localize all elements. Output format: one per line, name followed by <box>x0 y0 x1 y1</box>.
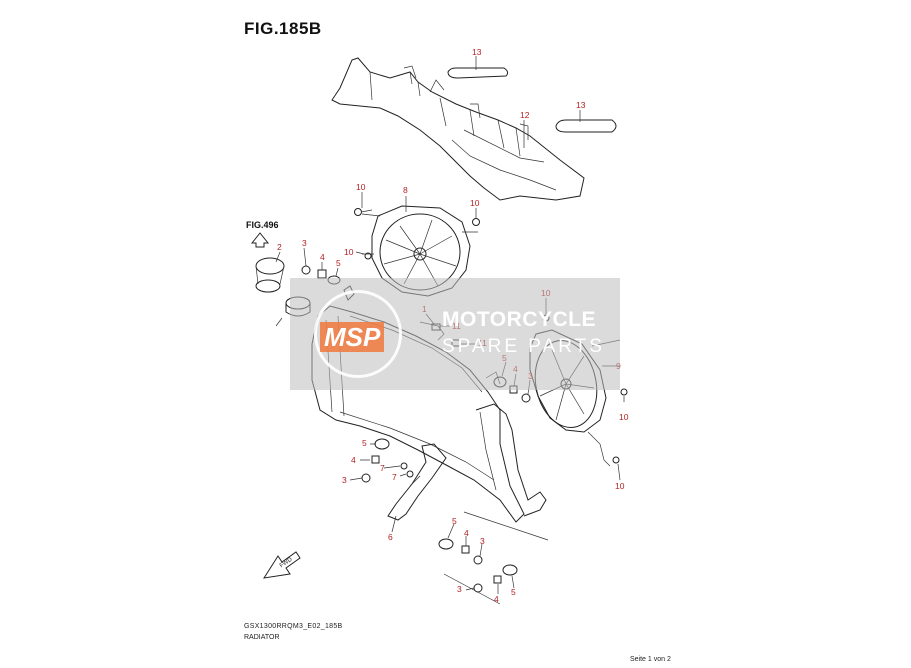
callout-3: 3 <box>480 536 485 546</box>
callout-7: 7 <box>392 472 397 482</box>
callout-4: 4 <box>494 594 499 604</box>
bolt-icon <box>620 388 628 396</box>
figure-title: FIG.185B <box>244 19 322 38</box>
bolt-icon <box>400 462 414 478</box>
part-name: RADIATOR <box>244 634 280 641</box>
callout-6: 6 <box>388 532 393 542</box>
screw-icon <box>301 265 311 275</box>
callout-10: 10 <box>344 247 354 257</box>
screw-icon <box>473 555 483 565</box>
callout-10: 10 <box>615 481 625 491</box>
callout-10: 10 <box>619 412 629 422</box>
screw-icon <box>521 393 531 403</box>
watermark-logo <box>314 290 402 378</box>
bolt-icon <box>364 252 372 260</box>
callout-3: 3 <box>302 238 307 248</box>
collar-icon <box>371 455 380 464</box>
collar-icon <box>461 545 470 554</box>
callout-10: 10 <box>470 198 480 208</box>
callout-4: 4 <box>320 252 325 262</box>
callout-7: 7 <box>380 463 385 473</box>
callout-5: 5 <box>511 587 516 597</box>
watermark-line2: SPARE PARTS <box>442 336 605 357</box>
collar-icon <box>317 269 327 279</box>
callout-5: 5 <box>362 438 367 448</box>
callout-8: 8 <box>403 185 408 195</box>
watermark-line1: MOTORCYCLE <box>442 308 596 331</box>
cushion-icon <box>438 538 454 550</box>
shroud-cover <box>331 57 585 201</box>
callout-4: 4 <box>351 455 356 465</box>
callout-5: 5 <box>452 516 457 526</box>
cover-pad <box>555 119 617 133</box>
callout-3: 3 <box>457 584 462 594</box>
front-direction-icon: FWD <box>262 551 301 579</box>
up-arrow-icon <box>250 232 270 248</box>
callout-12: 12 <box>520 110 530 120</box>
callout-3: 3 <box>342 475 347 485</box>
watermark-banner: MSP MOTORCYCLE SPARE PARTS <box>290 278 620 390</box>
callout-4: 4 <box>464 528 469 538</box>
collar-icon <box>493 575 502 584</box>
bolt-icon <box>612 456 620 464</box>
callout-13: 13 <box>576 100 586 110</box>
callout-2: 2 <box>277 242 282 252</box>
bolt-icon <box>354 208 373 216</box>
radiator-cap <box>255 257 285 293</box>
callout-5: 5 <box>336 258 341 268</box>
callout-13: 13 <box>472 47 482 57</box>
side-bracket <box>387 443 447 521</box>
model-code: GSX1300RRQM3_E02_185B <box>244 623 343 630</box>
screw-icon <box>361 473 371 483</box>
cover-pad <box>447 67 509 79</box>
bolt-icon <box>472 218 480 226</box>
cushion-icon <box>502 564 518 576</box>
watermark-logo-text: MSP <box>320 322 385 352</box>
cushion-icon <box>374 438 390 450</box>
figure-reference: FIG.496 <box>246 220 279 230</box>
page-info: Seite 1 von 2 <box>630 656 671 663</box>
callout-10: 10 <box>356 182 366 192</box>
